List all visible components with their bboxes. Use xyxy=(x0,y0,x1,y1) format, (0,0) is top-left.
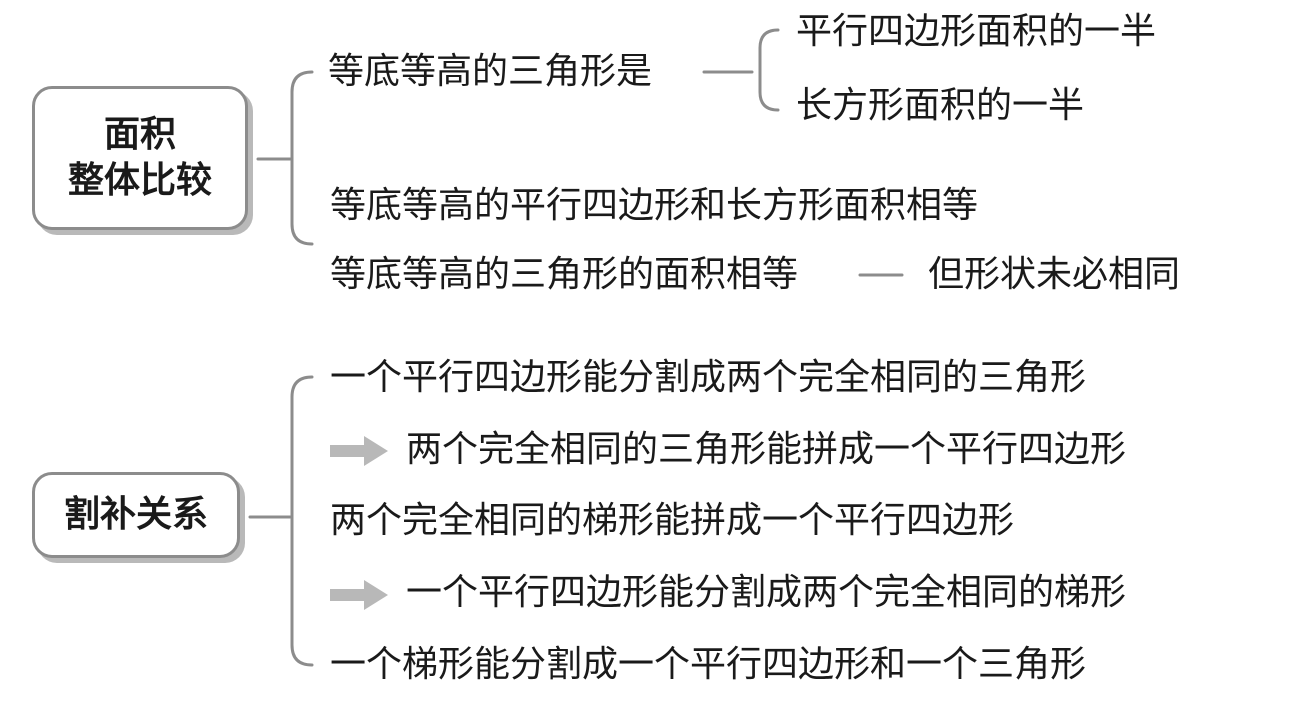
relation-item-2: 两个完全相同的梯形能拼成一个平行四边形 xyxy=(330,500,1015,541)
relation-item-1-result: 两个完全相同的三角形能拼成一个平行四边形 xyxy=(406,429,1127,470)
relation-item-1: 一个平行四边形能分割成两个完全相同的三角形 xyxy=(330,357,1087,398)
triangle-branch-rectangle: 长方形面积的一半 xyxy=(796,85,1085,126)
relation-item-3: 一个梯形能分割成一个平行四边形和一个三角形 xyxy=(330,644,1087,685)
area-comparison-box: 面积 整体比较 xyxy=(32,86,248,230)
area-comparison-title-line1: 面积 xyxy=(103,114,176,155)
triangle-shape-note: 但形状未必相同 xyxy=(928,254,1181,295)
triangle-branch-parallelogram: 平行四边形面积的一半 xyxy=(796,11,1157,52)
area-comparison-title-line2: 整体比较 xyxy=(67,160,212,201)
triangle-label: 等底等高的三角形是 xyxy=(328,51,653,92)
parallelogram-rectangle-equal: 等底等高的平行四边形和长方形面积相等 xyxy=(330,185,979,226)
cut-patch-title: 割补关系 xyxy=(63,494,208,535)
arrow-right-icon xyxy=(330,580,388,610)
relation-item-2-result: 一个平行四边形能分割成两个完全相同的梯形 xyxy=(406,572,1127,613)
arrow-right-icon xyxy=(330,436,388,466)
triangle-area-equal: 等底等高的三角形的面积相等 xyxy=(330,254,799,295)
cut-patch-box: 割补关系 xyxy=(32,472,240,558)
